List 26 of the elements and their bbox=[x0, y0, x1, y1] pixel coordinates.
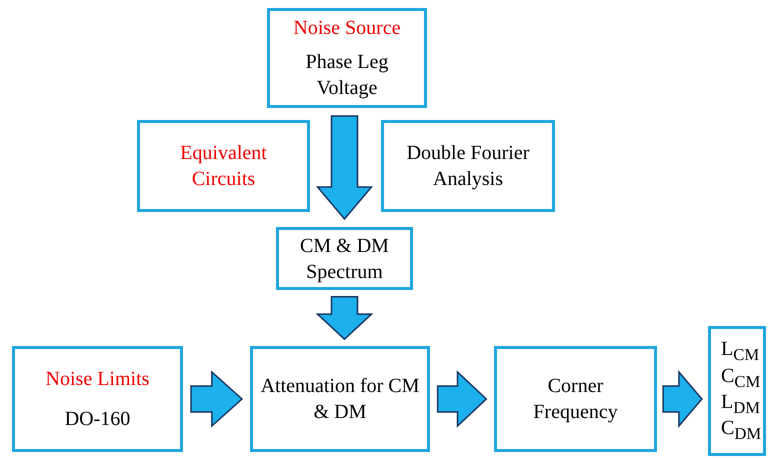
box-text: DO-160 bbox=[64, 407, 130, 432]
box-text: Phase Leg Voltage bbox=[304, 50, 390, 101]
process-box bbox=[267, 8, 427, 108]
box-text: Attenuation for CM & DM bbox=[260, 374, 420, 425]
block-arrow bbox=[190, 370, 244, 428]
block-arrow bbox=[316, 115, 374, 220]
box-text: L$_{CM}$ bbox=[721, 338, 760, 365]
process-box bbox=[137, 120, 310, 212]
process-box bbox=[250, 346, 430, 452]
process-box bbox=[12, 346, 183, 452]
block-arrow bbox=[316, 296, 374, 340]
block-arrow bbox=[662, 370, 703, 428]
process-box bbox=[708, 326, 766, 456]
process-box bbox=[276, 227, 413, 290]
box-text: Noise Limits bbox=[46, 367, 150, 392]
box-text: Corner Frequency bbox=[532, 374, 619, 425]
block-arrow bbox=[436, 370, 488, 428]
process-box bbox=[381, 120, 555, 212]
box-text: L$_{DM}$ bbox=[721, 391, 760, 418]
box-text: Equivalent Circuits bbox=[179, 141, 268, 192]
box-text: Double Fourier Analysis bbox=[406, 141, 530, 192]
box-text: C$_{DM}$ bbox=[721, 417, 762, 444]
box-text: C$_{CM}$ bbox=[721, 364, 760, 391]
process-box bbox=[494, 346, 657, 452]
box-text: Noise Source bbox=[293, 16, 401, 41]
box-text: CM & DM Spectrum bbox=[299, 234, 390, 284]
